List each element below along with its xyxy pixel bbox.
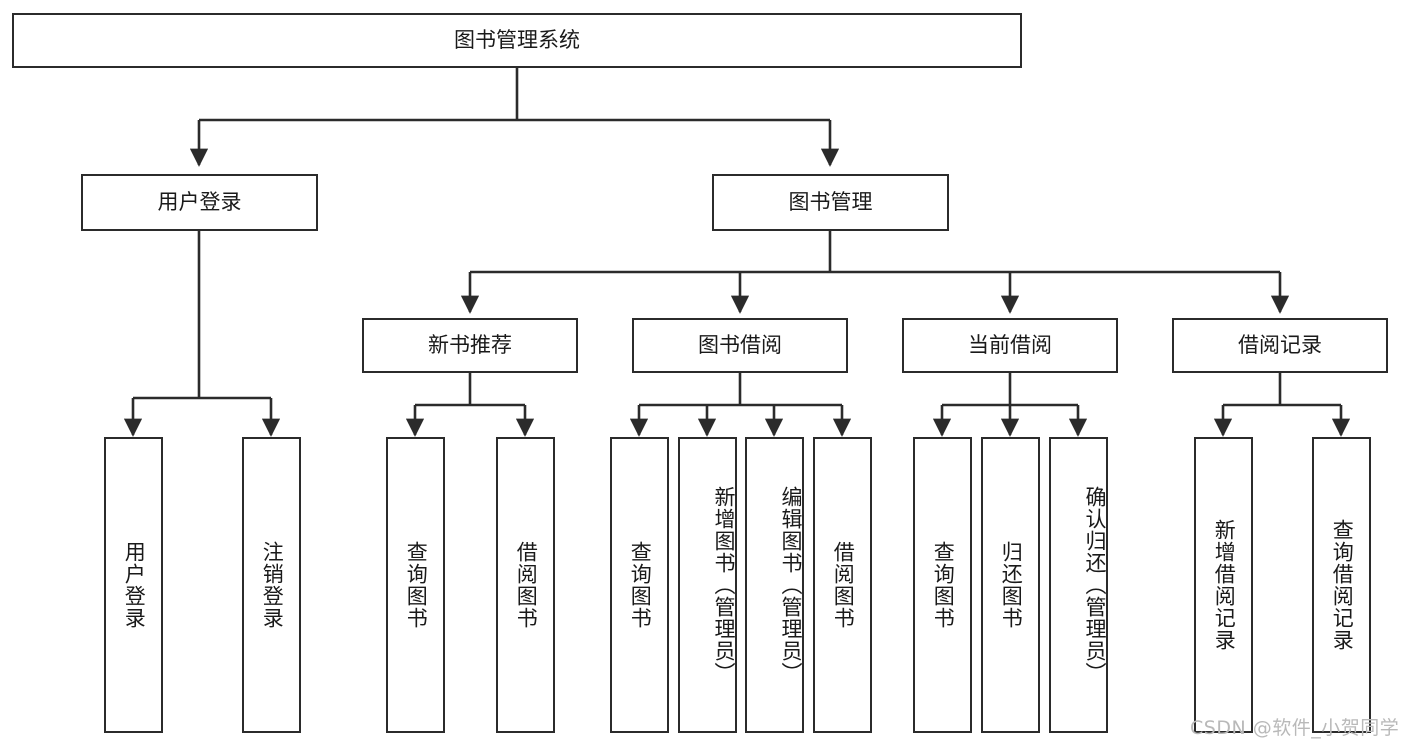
node-leaf-confirm-return-label: 确认归还（管理员） <box>1083 486 1107 684</box>
node-leaf-add-book-label: 新增图书（管理员） <box>712 486 736 684</box>
node-leaf-query-book-1-label: 查询图书 <box>404 541 429 629</box>
node-root[interactable]: 图书管理系统 <box>12 13 1022 68</box>
node-borrow-record-label: 借阅记录 <box>1238 332 1322 357</box>
node-leaf-query-book-2[interactable]: 查询图书 <box>610 437 669 733</box>
node-leaf-add-record-label: 新增借阅记录 <box>1212 519 1237 651</box>
node-book-borrow-label: 图书借阅 <box>698 332 782 357</box>
node-new-book-recommend[interactable]: 新书推荐 <box>362 318 578 373</box>
node-book-manage[interactable]: 图书管理 <box>712 174 949 231</box>
node-leaf-add-book[interactable]: 新增图书（管理员） <box>678 437 737 733</box>
node-book-borrow[interactable]: 图书借阅 <box>632 318 848 373</box>
node-leaf-logout-label: 注销登录 <box>260 541 285 629</box>
node-leaf-borrow-book-2-label: 借阅图书 <box>831 541 856 629</box>
node-leaf-query-record-label: 查询借阅记录 <box>1330 519 1355 651</box>
node-leaf-edit-book[interactable]: 编辑图书（管理员） <box>745 437 804 733</box>
node-leaf-query-book-2-label: 查询图书 <box>628 541 653 629</box>
node-leaf-query-book-1[interactable]: 查询图书 <box>386 437 445 733</box>
node-leaf-borrow-book-1-label: 借阅图书 <box>514 541 539 629</box>
node-leaf-query-record[interactable]: 查询借阅记录 <box>1312 437 1371 733</box>
node-new-book-recommend-label: 新书推荐 <box>428 332 512 357</box>
node-leaf-user-login[interactable]: 用户登录 <box>104 437 163 733</box>
node-leaf-confirm-return[interactable]: 确认归还（管理员） <box>1049 437 1108 733</box>
node-leaf-return-book-label: 归还图书 <box>999 541 1024 629</box>
node-user-login-label: 用户登录 <box>157 189 242 214</box>
node-root-label: 图书管理系统 <box>454 27 580 52</box>
node-current-borrow-label: 当前借阅 <box>968 332 1052 357</box>
node-borrow-record[interactable]: 借阅记录 <box>1172 318 1388 373</box>
node-leaf-query-book-3-label: 查询图书 <box>931 541 956 629</box>
node-leaf-borrow-book-1[interactable]: 借阅图书 <box>496 437 555 733</box>
csdn-watermark: CSDN @软件_小贺同学 <box>1190 717 1400 739</box>
node-leaf-logout[interactable]: 注销登录 <box>242 437 301 733</box>
node-leaf-add-record[interactable]: 新增借阅记录 <box>1194 437 1253 733</box>
node-current-borrow[interactable]: 当前借阅 <box>902 318 1118 373</box>
node-book-manage-label: 图书管理 <box>788 189 873 214</box>
node-leaf-borrow-book-2[interactable]: 借阅图书 <box>813 437 872 733</box>
node-leaf-query-book-3[interactable]: 查询图书 <box>913 437 972 733</box>
node-leaf-edit-book-label: 编辑图书（管理员） <box>779 486 803 684</box>
node-leaf-return-book[interactable]: 归还图书 <box>981 437 1040 733</box>
node-user-login[interactable]: 用户登录 <box>81 174 318 231</box>
node-leaf-user-login-label: 用户登录 <box>122 541 147 629</box>
